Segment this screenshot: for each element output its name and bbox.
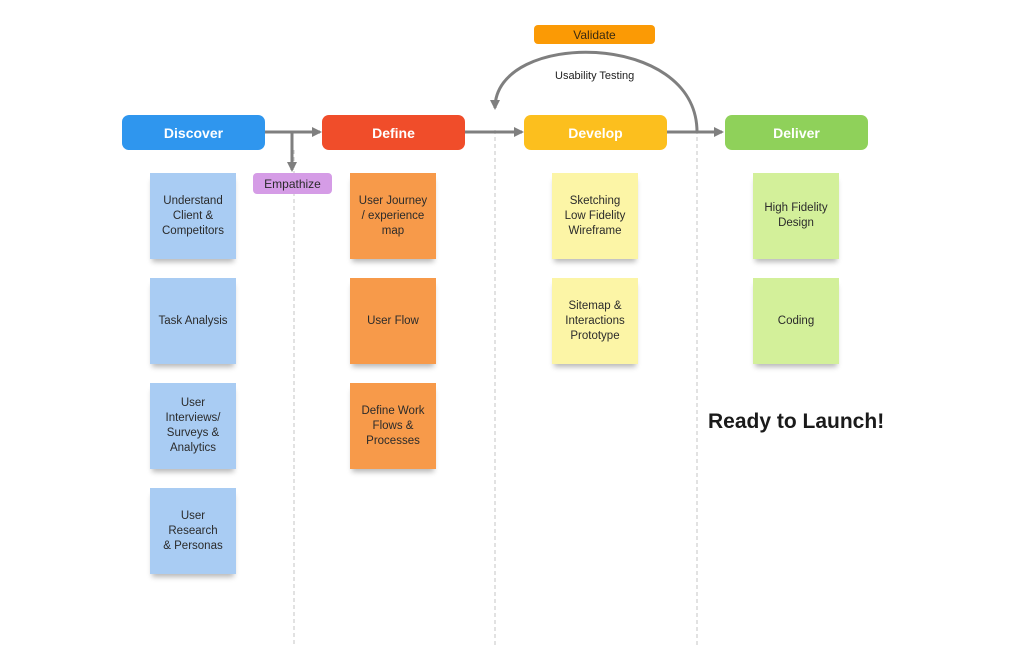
note-high-fidelity-design: High Fidelity Design	[753, 173, 839, 259]
usability-testing-label: Usability Testing	[555, 70, 635, 82]
note-user-journey: User Journey / experience map	[350, 173, 436, 259]
note-sketching-wireframe: Sketching Low Fidelity Wireframe	[552, 173, 638, 259]
usability-testing-loop-arrow	[490, 50, 699, 133]
note-user-interviews: User Interviews/ Surveys & Analytics	[150, 383, 236, 469]
note-define-work-flows: Define Work Flows & Processes	[350, 383, 436, 469]
phase-deliver: Deliver	[725, 115, 868, 150]
ready-to-launch-text: Ready to Launch!	[708, 410, 885, 433]
note-understand-client: Understand Client & Competitors	[150, 173, 236, 259]
phase-discover: Discover	[122, 115, 265, 150]
empathize-tag: Empathize	[253, 173, 332, 194]
note-sitemap-prototype: Sitemap & Interactions Prototype	[552, 278, 638, 364]
note-task-analysis: Task Analysis	[150, 278, 236, 364]
validate-tag: Validate	[534, 25, 655, 44]
note-coding: Coding	[753, 278, 839, 364]
phase-develop: Develop	[524, 115, 667, 150]
phase-define: Define	[322, 115, 465, 150]
note-user-research: User Research & Personas	[150, 488, 236, 574]
note-user-flow: User Flow	[350, 278, 436, 364]
